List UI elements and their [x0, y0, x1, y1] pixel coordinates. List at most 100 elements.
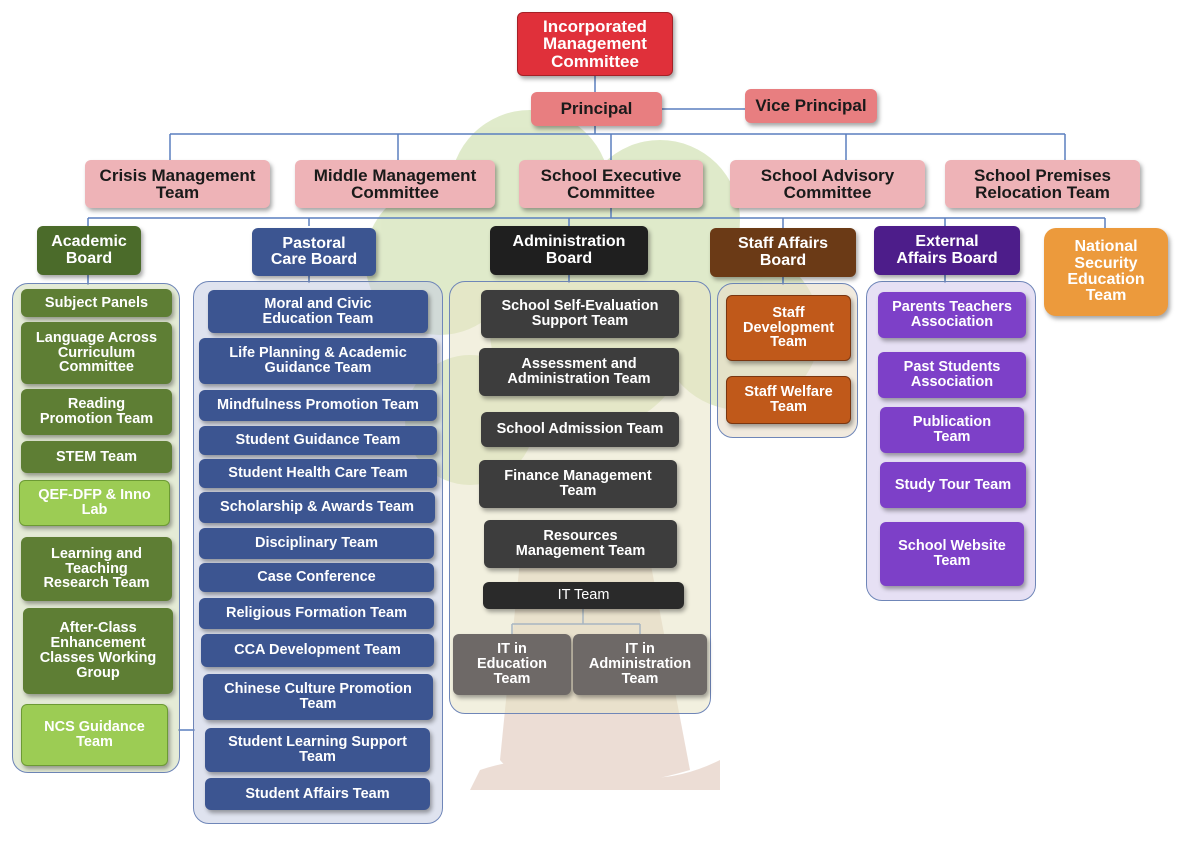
pastoral-care-board: Pastoral Care Board — [252, 228, 376, 276]
academic-team-qef-dfp-inno-lab: QEF-DFP & Inno Lab — [19, 480, 170, 526]
external-affairs-board: External Affairs Board — [874, 226, 1020, 275]
team-label: School Website Team — [898, 538, 1006, 569]
team-label: IT in Administration Team — [588, 641, 692, 687]
pastoral-team-case-conference: Case Conference — [199, 563, 434, 592]
middle-management-label: Middle Management Committee — [313, 165, 477, 202]
team-label: CCA Development Team — [234, 642, 401, 659]
crisis-management-label: Crisis Management Team — [99, 165, 256, 202]
team-label: Reading Promotion Team — [39, 396, 154, 427]
team-label: Student Health Care Team — [228, 465, 408, 482]
admin-team-it: IT Team — [483, 582, 684, 609]
pastoral-team-religious-formation: Religious Formation Team — [199, 598, 434, 629]
team-label: Parents Teachers Association — [892, 299, 1012, 330]
pastoral-team-chinese-culture-promotion: Chinese Culture Promotion Team — [203, 674, 433, 720]
principal-box: Principal — [531, 92, 662, 126]
pastoral-team-student-affairs: Student Affairs Team — [205, 778, 430, 810]
pastoral-team-moral-civic-education: Moral and Civic Education Team — [208, 290, 428, 333]
team-label: Disciplinary Team — [254, 535, 379, 552]
admin-team-self-evaluation-support: School Self-Evaluation Support Team — [481, 290, 679, 338]
team-label: Publication Team — [912, 414, 992, 445]
pastoral-team-life-planning: Life Planning & Academic Guidance Team — [199, 338, 437, 384]
team-label: Student Learning Support Team — [228, 734, 407, 765]
team-label: STEM Team — [55, 448, 138, 465]
admin-team-resources-management: Resources Management Team — [484, 520, 677, 568]
team-label: Study Tour Team — [894, 476, 1012, 493]
admin-team-finance-management: Finance Management Team — [479, 460, 677, 508]
academic-team-learning-teaching-research: Learning and Teaching Research Team — [21, 537, 172, 601]
team-label: Language Across Curriculum Committee — [35, 329, 158, 376]
team-label: Moral and Civic Education Team — [262, 295, 374, 327]
incorporated-management-committee: Incorporated Management Committee — [517, 12, 673, 76]
principal-label: Principal — [560, 99, 633, 119]
team-label: IT in Education Team — [476, 641, 548, 687]
external-team-school-website: School Website Team — [880, 522, 1024, 586]
team-label: QEF-DFP & Inno Lab — [38, 487, 151, 518]
pastoral-team-student-guidance: Student Guidance Team — [199, 426, 437, 455]
team-label: NCS Guidance Team — [44, 719, 145, 750]
team-label: After-Class Enhancement Classes Working … — [39, 620, 157, 681]
external-team-study-tour: Study Tour Team — [880, 462, 1026, 508]
team-label: Religious Formation Team — [225, 605, 407, 622]
committee-label: Incorporated Management Committee — [543, 17, 647, 71]
administration-board: Administration Board — [490, 226, 648, 275]
school-advisory-committee: School Advisory Committee — [730, 160, 925, 208]
team-label: School Admission Team — [496, 421, 664, 438]
school-advisory-label: School Advisory Committee — [760, 165, 895, 202]
staff-affairs-board: Staff Affairs Board — [710, 228, 856, 277]
team-label: Life Planning & Academic Guidance Team — [229, 345, 407, 376]
team-label: Staff Welfare Team — [744, 384, 833, 415]
team-label: Staff Development Team — [742, 304, 835, 351]
team-label: Student Guidance Team — [235, 432, 401, 449]
team-label: Mindfulness Promotion Team — [217, 397, 419, 414]
staff-team-welfare: Staff Welfare Team — [726, 376, 851, 424]
it-subteam-education: IT in Education Team — [453, 634, 571, 695]
pastoral-team-student-health-care: Student Health Care Team — [199, 459, 437, 488]
vice-principal-box: Vice Principal — [745, 89, 877, 123]
pastoral-team-cca-development: CCA Development Team — [201, 634, 434, 667]
external-team-parents-teachers-association: Parents Teachers Association — [878, 292, 1026, 338]
national-security-education-team: National Security Education Team — [1044, 228, 1168, 316]
pastoral-team-disciplinary: Disciplinary Team — [199, 528, 434, 559]
nse-label: National Security Education Team — [1067, 238, 1145, 305]
team-label: Student Affairs Team — [245, 785, 390, 802]
admin-team-assessment-administration: Assessment and Administration Team — [479, 348, 679, 396]
pastoral-board-label: Pastoral Care Board — [270, 234, 358, 268]
staff-board-label: Staff Affairs Board — [737, 235, 829, 269]
crisis-management-team: Crisis Management Team — [85, 160, 270, 208]
external-team-past-students-association: Past Students Association — [878, 352, 1026, 398]
pastoral-team-student-learning-support: Student Learning Support Team — [205, 728, 430, 772]
admin-team-school-admission: School Admission Team — [481, 412, 679, 447]
school-premises-label: School Premises Relocation Team — [973, 165, 1111, 202]
team-label: Case Conference — [257, 569, 376, 586]
school-premises-relocation-team: School Premises Relocation Team — [945, 160, 1140, 208]
it-subteam-administration: IT in Administration Team — [573, 634, 707, 695]
academic-team-language-across-curriculum: Language Across Curriculum Committee — [21, 322, 172, 384]
team-label: Resources Management Team — [515, 528, 646, 559]
school-executive-committee: School Executive Committee — [519, 160, 703, 208]
team-label: Learning and Teaching Research Team — [43, 545, 150, 592]
external-team-publication: Publication Team — [880, 407, 1024, 453]
academic-team-reading-promotion: Reading Promotion Team — [21, 389, 172, 435]
team-label: IT Team — [557, 587, 610, 604]
academic-board: Academic Board — [37, 226, 141, 275]
team-label: Past Students Association — [903, 359, 1001, 390]
academic-board-label: Academic Board — [51, 233, 127, 267]
academic-team-ncs-guidance: NCS Guidance Team — [21, 704, 168, 766]
team-label: School Self-Evaluation Support Team — [501, 298, 659, 329]
administration-board-label: Administration Board — [512, 233, 626, 267]
team-label: Finance Management Team — [504, 468, 652, 499]
vice-principal-label: Vice Principal — [755, 96, 867, 116]
pastoral-team-mindfulness-promotion: Mindfulness Promotion Team — [199, 390, 437, 421]
team-label: Scholarship & Awards Team — [220, 499, 414, 516]
academic-team-after-class-enhancement: After-Class Enhancement Classes Working … — [23, 608, 173, 694]
academic-team-subject-panels: Subject Panels — [21, 289, 172, 317]
team-label: Subject Panels — [44, 294, 149, 311]
team-label: Chinese Culture Promotion Team — [224, 681, 412, 712]
school-executive-label: School Executive Committee — [540, 165, 682, 202]
staff-team-development: Staff Development Team — [726, 295, 851, 361]
pastoral-team-scholarship-awards: Scholarship & Awards Team — [199, 492, 435, 523]
middle-management-committee: Middle Management Committee — [295, 160, 495, 208]
academic-team-stem: STEM Team — [21, 441, 172, 473]
team-label: Assessment and Administration Team — [507, 356, 651, 387]
